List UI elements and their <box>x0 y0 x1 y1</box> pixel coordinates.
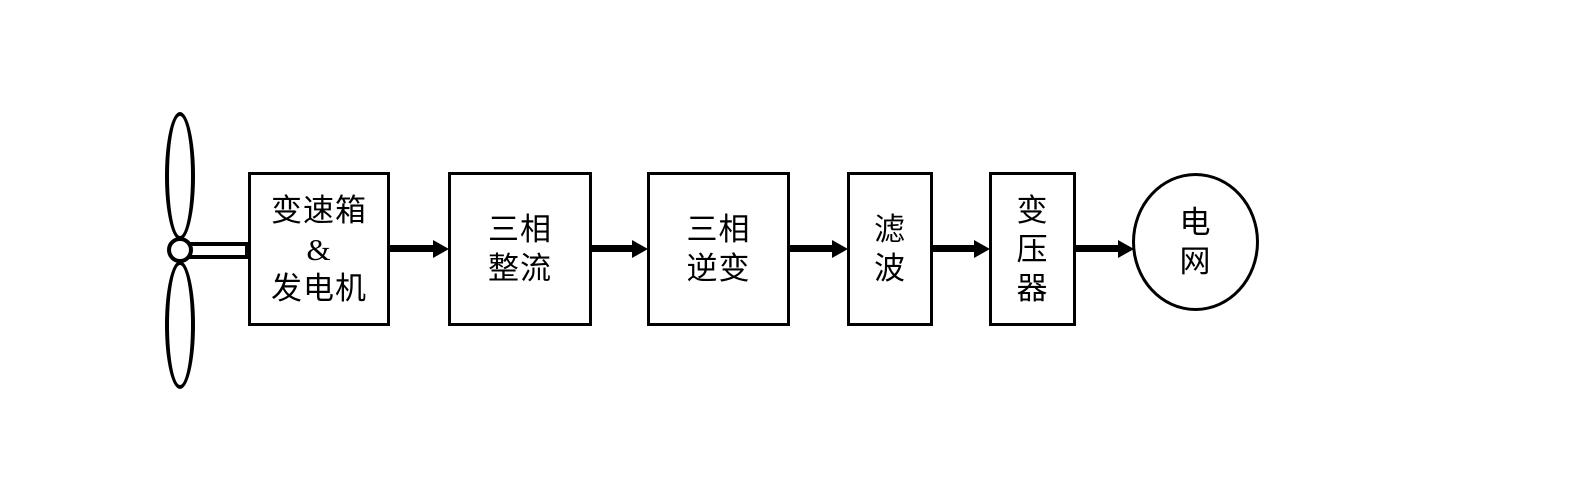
turbine-hub-icon <box>167 237 193 263</box>
arrow-head-icon <box>974 239 990 258</box>
arrow-shaft <box>932 245 974 252</box>
node-transformer-label: 变 压 器 <box>1016 192 1049 306</box>
node-filter: 滤 波 <box>847 172 933 326</box>
turbine-blade-bottom-icon <box>165 261 195 389</box>
arrow-shaft <box>591 245 632 252</box>
node-transformer: 变 压 器 <box>989 172 1076 326</box>
arrow-head-icon <box>1118 239 1134 258</box>
arrow-head-icon <box>433 239 449 258</box>
flow-arrow-transformer-to-grid <box>1075 239 1134 258</box>
node-power-grid: 电 网 <box>1132 173 1259 311</box>
node-filter-label: 滤 波 <box>874 212 906 286</box>
arrow-shaft <box>389 245 433 252</box>
node-gearbox-generator: 变速箱 & 发电机 <box>248 172 390 326</box>
turbine-blade-top-icon <box>165 112 195 240</box>
flow-arrow-inverter-to-filter <box>789 239 848 258</box>
node-three-phase-inverter: 三相 逆变 <box>647 172 790 326</box>
flow-arrow-filter-to-transformer <box>932 239 990 258</box>
node-three-phase-inverter-label: 三相 逆变 <box>686 212 751 286</box>
arrow-shaft <box>1075 245 1118 252</box>
node-gearbox-generator-label: 变速箱 & 发电机 <box>271 192 367 306</box>
flow-arrow-gearbox-to-rectifier <box>389 239 449 258</box>
flow-arrow-rectifier-to-inverter <box>591 239 648 258</box>
node-power-grid-label: 电 网 <box>1179 205 1212 279</box>
arrow-head-icon <box>832 239 848 258</box>
arrow-shaft <box>789 245 832 252</box>
node-three-phase-rectifier-label: 三相 整流 <box>488 212 552 286</box>
node-three-phase-rectifier: 三相 整流 <box>448 172 592 326</box>
arrow-head-icon <box>632 239 648 258</box>
